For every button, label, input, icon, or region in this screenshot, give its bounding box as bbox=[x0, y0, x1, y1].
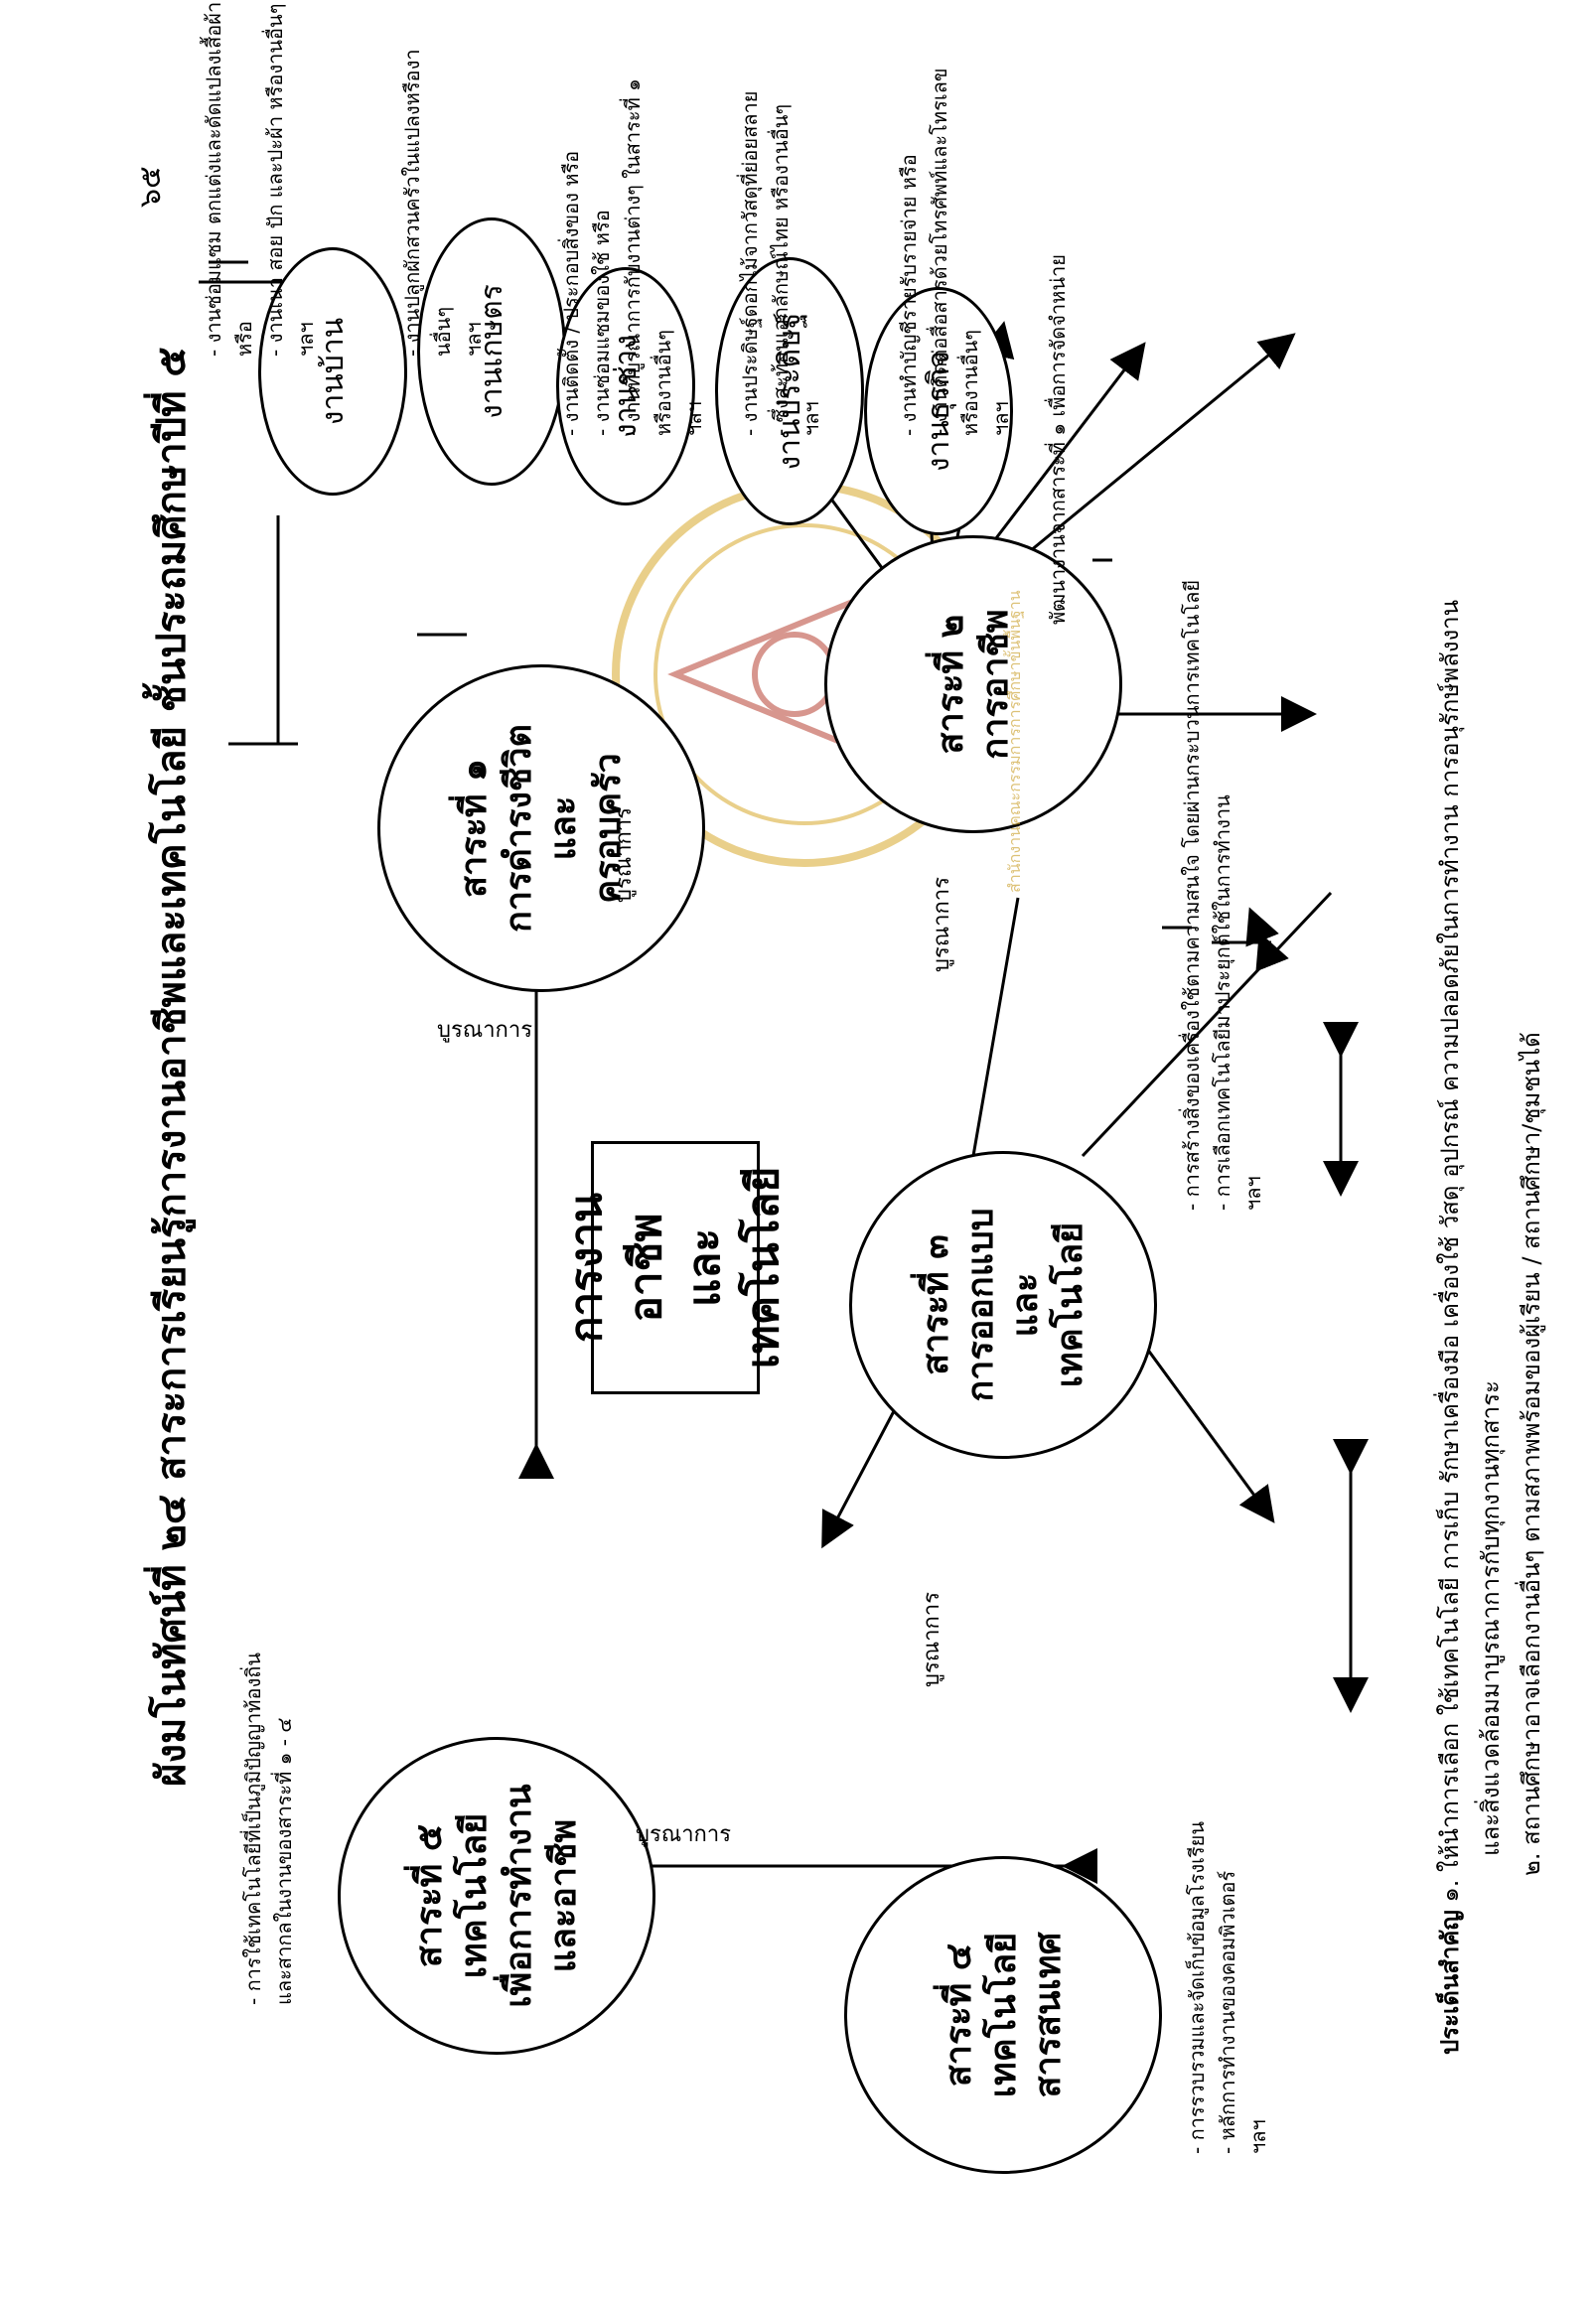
integration-label-5-4: บูรณาการ bbox=[636, 1822, 732, 1847]
watermark-text: สำนักงานคณะกรรมการการศึกษาขั้นพื้นฐาน bbox=[1005, 590, 1024, 893]
footnote-item-2: ๒. สถานศึกษาอาจเลือกงานอื่นๆ ตามสภาพพร้อ… bbox=[1517, 1032, 1545, 1876]
strand-1-label: สาระที่ ๑ การดำรงชีวิต และ ครอบครัว bbox=[454, 724, 629, 933]
line-center-s2 bbox=[1081, 891, 1333, 1158]
note-s4: - การรวบรวมและจัดเก็บข้อมูลโรงเรียน - หล… bbox=[1185, 1820, 1270, 2154]
footnote-label: ประเด็นสำคัญ bbox=[1436, 1910, 1464, 2055]
center-box: การงานอาชีพ และเทคโนโลยี bbox=[561, 1141, 789, 1394]
line-center-s1 bbox=[971, 897, 1020, 1157]
strand-5-label: สาระที่ ๕ เทคโนโลยี เพื่อการทำงาน และอาช… bbox=[409, 1784, 584, 2008]
footnote-item-1: ๑. ให้นำการเลือก ใช้เทคโนโลยี การเก็บ รั… bbox=[1436, 599, 1464, 1903]
strand-1-circle: สาระที่ ๑ การดำรงชีวิต และ ครอบครัว bbox=[377, 664, 705, 992]
note-business: - งานทำบัญชีรายรับรายจ่าย หรือ - งานติดต… bbox=[897, 68, 1013, 436]
integration-label-3-2: บูรณาการ bbox=[930, 876, 954, 972]
integration-label-4-3: บูรณาการ bbox=[920, 1591, 944, 1687]
note-s2-develop: พัฒนางานจากสาระที่ ๑ เพื่อการจัดจำหน่าย bbox=[1046, 254, 1070, 625]
footnote-item-1b: และสิ่งแวดล้อมมาบูรณาการกับทุกงานทุกสาระ bbox=[1476, 1380, 1505, 1856]
strand-4-circle: สาระที่ ๔ เทคโนโลยี สารสนเทศ bbox=[844, 1856, 1162, 2174]
note-home: - งานซ่อมแซม ตกแต่งและดัดแปลงเสื้อผ้า หร… bbox=[202, 1, 318, 357]
strand-3-label: สาระที่ ๓ การออกแบบ และ เทคโนโลยี bbox=[916, 1208, 1090, 1402]
strand-5-circle: สาระที่ ๕ เทคโนโลยี เพื่อการทำงาน และอาช… bbox=[338, 1737, 655, 2055]
note-s2-below: - การสร้างสิ่งของเครื่องใช้ตามความสนใจ โ… bbox=[1180, 579, 1265, 1211]
integration-label-5-1: บูรณาการ bbox=[437, 1018, 533, 1043]
strand-2-circle: สาระที่ ๒ การอาชีพ bbox=[824, 535, 1122, 833]
strand-3-circle: สาระที่ ๓ การออกแบบ และ เทคโนโลยี bbox=[849, 1151, 1157, 1459]
footnote: ประเด็นสำคัญ ๑. ให้นำการเลือก ใช้เทคโนโล… bbox=[1430, 168, 1551, 2055]
strand-4-label: สาระที่ ๔ เทคโนโลยี สารสนเทศ bbox=[938, 1932, 1069, 2098]
note-s5: - การใช้เทคโนโลยีที่เป็นภูมิปัญญาท้องถิ่… bbox=[241, 1652, 296, 2005]
note-agriculture: - งานปลูกผักสวนครัวในแปลงหรืองานอื่นๆ ฯล… bbox=[400, 49, 486, 357]
note-invention: - งานประดิษฐ์ดอกไม้จากวัสดุที่ย่อยสลาย -… bbox=[738, 90, 823, 436]
integration-label-1-2: บูรณาการ bbox=[612, 806, 637, 903]
note-craft: - งานติดตั้ง / ประกอบสิ่งของ หรือ - งานซ… bbox=[559, 78, 706, 436]
